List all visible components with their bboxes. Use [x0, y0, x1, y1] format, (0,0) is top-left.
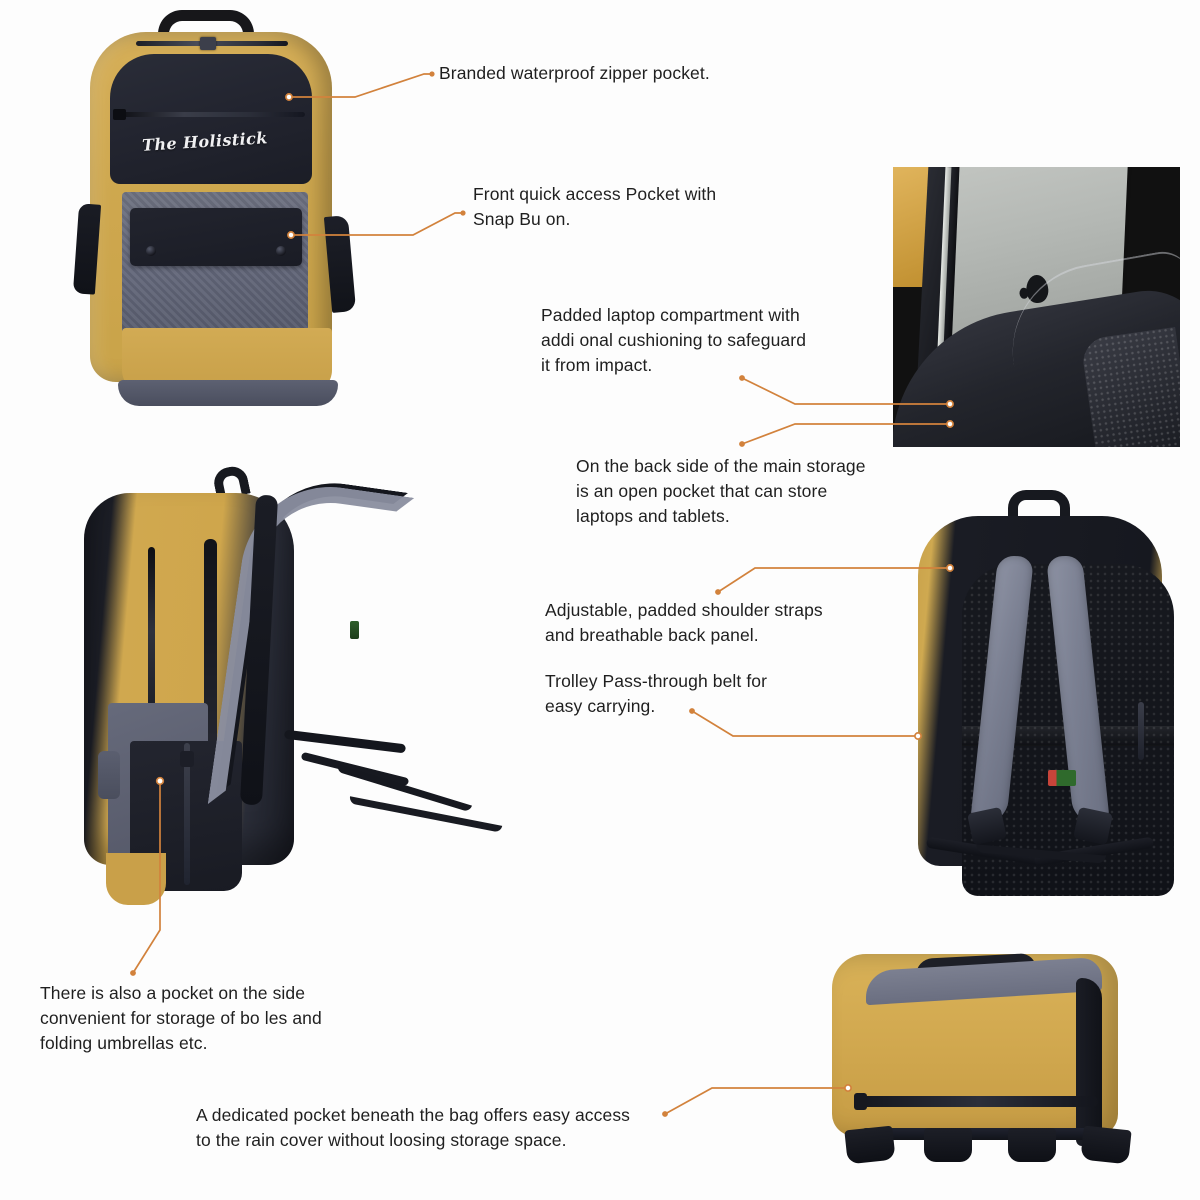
rain-cover-pocket-zipper — [854, 1093, 1098, 1110]
side-bottom-yellow — [106, 853, 166, 905]
bottom-foot — [1080, 1125, 1132, 1165]
bottom-right-dark-edge — [1076, 978, 1102, 1146]
side-zipper-a — [148, 547, 155, 759]
main-zipper — [136, 37, 288, 50]
snap-button-right — [276, 246, 286, 256]
strap-tail-b — [348, 796, 503, 833]
callout-open-pocket: On the back side of the main storage is … — [576, 456, 866, 526]
brand-tag — [350, 621, 359, 639]
callout-trolley-belt: Trolley Pass-through belt for easy carry… — [545, 671, 768, 716]
back-side-zipper — [1138, 702, 1144, 760]
callout-shoulder-straps: Adjustable, padded shoulder straps and b… — [545, 600, 823, 645]
backpack-bottom-body — [832, 952, 1118, 1146]
bottom-foot — [1008, 1128, 1056, 1162]
callout-rain-cover-pocket: A dedicated pocket beneath the bag offer… — [196, 1105, 631, 1150]
backpack-front-body: The Holistick — [90, 32, 338, 406]
callout-zipper-pocket: Branded waterproof zipper pocket. — [439, 63, 710, 83]
snap-button-pocket — [130, 208, 302, 266]
waterproof-zipper — [113, 109, 305, 120]
side-small-pocket — [98, 751, 120, 799]
product-view-bottom — [812, 932, 1152, 1188]
bottom-foot — [924, 1128, 972, 1162]
brand-woven-label — [1048, 770, 1076, 786]
front-base — [118, 380, 338, 406]
side-pocket-zipper — [180, 743, 194, 885]
product-view-back — [890, 478, 1190, 930]
top-handle — [158, 10, 254, 44]
product-view-front: The Holistick — [60, 8, 360, 406]
backpack-back-body — [918, 516, 1174, 896]
laptop-compartment-photo — [893, 167, 1180, 447]
callout-side-pocket: There is also a pocket on the side conve… — [40, 983, 322, 1053]
side-zipper-b — [204, 539, 217, 749]
strap-buckle-right — [1073, 806, 1113, 846]
mesh-pocket — [1080, 326, 1180, 447]
callout-laptop-compartment: Padded laptop compartment with addi onal… — [541, 305, 807, 375]
bottom-foot — [844, 1125, 896, 1165]
product-view-side — [62, 455, 532, 905]
bottom-gray-stripe — [866, 956, 1102, 1006]
bottom-foot-bar — [860, 1128, 1092, 1140]
front-top-flap — [110, 54, 312, 184]
callout-snap-button-pocket: Front quick access Pocket with Snap Bu o… — [473, 184, 717, 229]
snap-button-left — [146, 246, 156, 256]
back-top-handle — [1008, 490, 1070, 522]
